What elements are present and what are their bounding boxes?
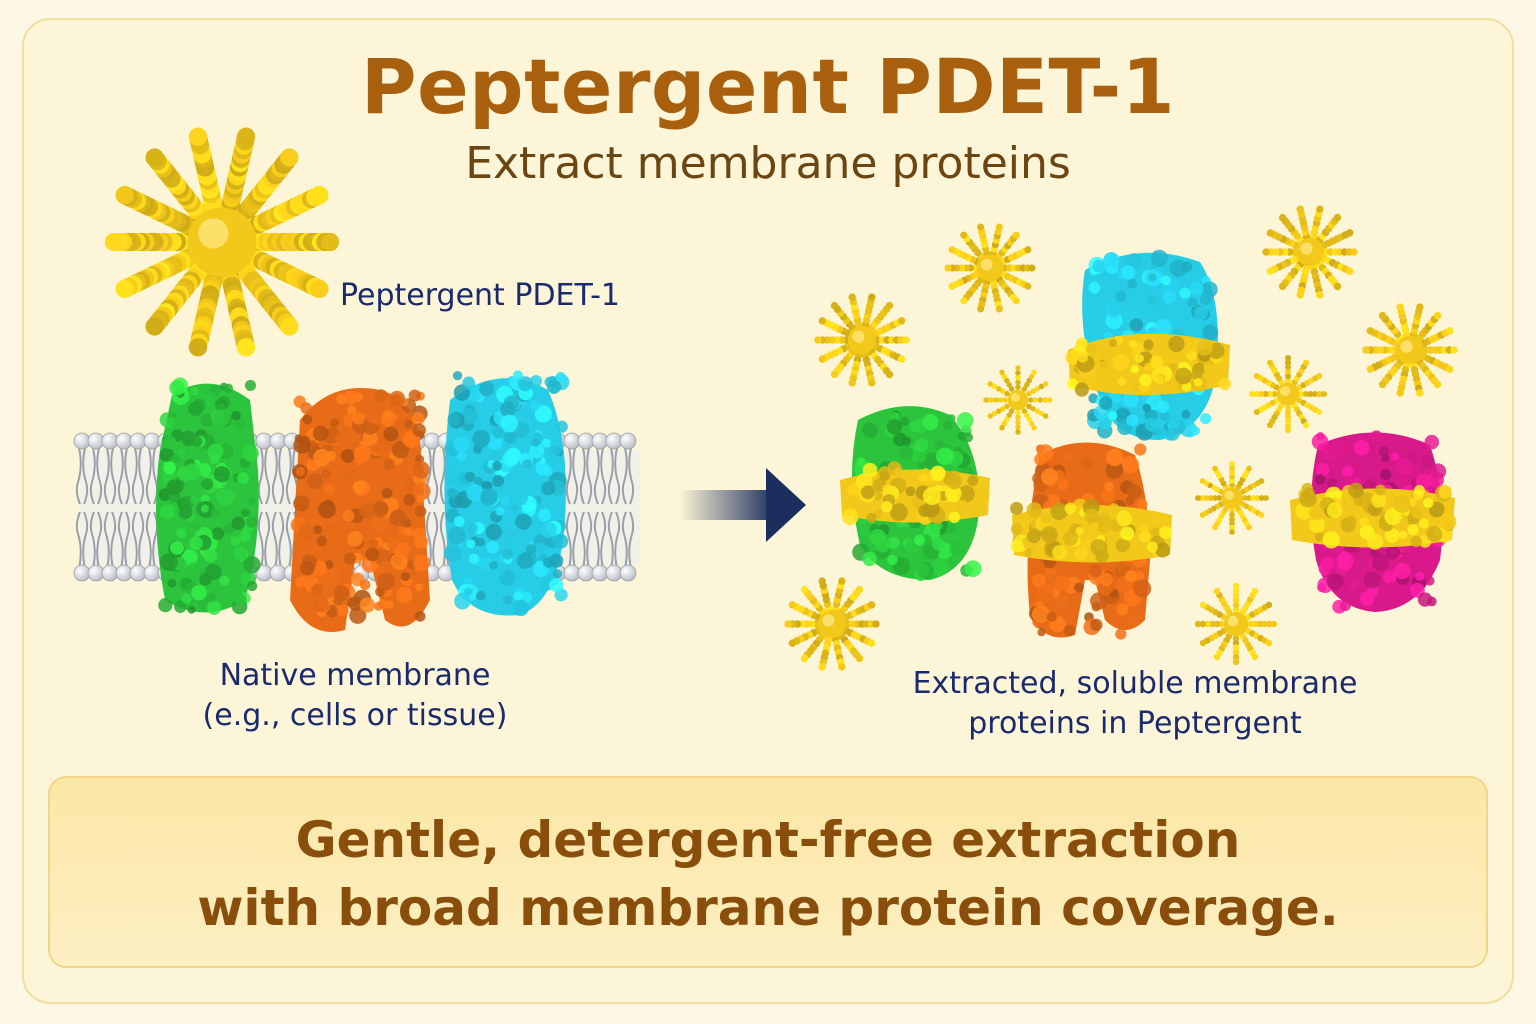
native-protein-cyan [444, 370, 570, 617]
extracted-proteins-label: Extracted, soluble membrane proteins in … [880, 664, 1390, 744]
native-membrane-label-line2: (e.g., cells or tissue) [202, 698, 508, 733]
native-membrane-label: Native membrane (e.g., cells or tissue) [150, 656, 560, 736]
page-title: Peptergent PDET-1 [360, 42, 1176, 131]
native-membrane-label-line1: Native membrane [219, 658, 491, 693]
extracted-complex-magenta [1290, 430, 1457, 614]
native-protein-green [156, 377, 261, 615]
summary-banner [48, 776, 1488, 968]
extracted-complex-green [840, 406, 990, 582]
extracted-complex-cyan [1065, 249, 1231, 441]
summary-banner-text: Gentle, detergent-free extraction with b… [48, 806, 1488, 942]
summary-line2: with broad membrane protein coverage. [197, 879, 1339, 937]
extracted-complex-orange [1010, 442, 1173, 640]
native-protein-orange [290, 388, 431, 632]
extracted-proteins-label-line2: proteins in Peptergent [968, 706, 1302, 741]
page-subtitle: Extract membrane proteins [465, 138, 1071, 189]
extracted-proteins-label-line1: Extracted, soluble membrane [912, 666, 1358, 701]
peptergent-micelles [104, 127, 1458, 671]
process-arrow [680, 468, 806, 542]
summary-line1: Gentle, detergent-free extraction [295, 811, 1241, 869]
peptergent-label: Peptergent PDET-1 [340, 278, 620, 313]
